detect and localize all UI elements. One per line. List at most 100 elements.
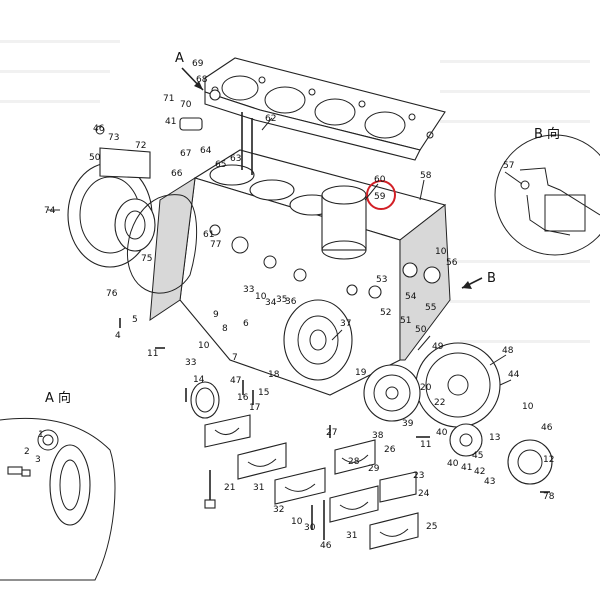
part-label-27: 27: [326, 428, 337, 438]
part-label-1: 1: [38, 430, 44, 440]
rear-plate: [67, 162, 198, 294]
part-label-49: 49: [432, 342, 444, 352]
part-label-29: 29: [368, 464, 380, 474]
part-label-23: 23: [413, 471, 424, 481]
part-label-67: 67: [180, 149, 191, 159]
part-label-48: 48: [502, 346, 514, 356]
view-b-inset-label: B 向: [534, 126, 560, 142]
part-label-26: 26: [384, 445, 396, 455]
part-label-47: 47: [230, 376, 241, 386]
part-label-41: 41: [165, 117, 176, 127]
part-label-60: 60: [374, 175, 386, 185]
part-label-24: 24: [418, 489, 430, 499]
part-label-59: 59: [374, 192, 386, 202]
part-label-72: 72: [135, 141, 146, 151]
part-label-3: 3: [35, 455, 41, 465]
part-label-61: 61: [203, 230, 214, 240]
part-label-34: 34: [265, 298, 277, 308]
part-label-4: 4: [115, 331, 121, 341]
part-label-18: 18: [268, 370, 280, 380]
part-label-56: 56: [446, 258, 458, 268]
oring-14: [190, 381, 220, 419]
part-label-11: 11: [147, 349, 158, 359]
part-label-10-c: 10: [198, 341, 210, 351]
part-label-10-b: 10: [255, 292, 267, 302]
part-label-43: 43: [484, 477, 495, 487]
part-label-51: 51: [400, 316, 411, 326]
part-label-8: 8: [222, 324, 228, 334]
view-a-inset: [0, 417, 116, 581]
part-label-57: 57: [503, 161, 514, 171]
part-label-6: 6: [243, 319, 249, 329]
part-label-42: 42: [474, 467, 485, 477]
part-label-53: 53: [376, 275, 387, 285]
highlight-circle-59: [366, 180, 396, 210]
leader-lines: [48, 117, 523, 386]
part-label-13: 13: [489, 433, 500, 443]
part-label-63: 63: [230, 154, 241, 164]
part-label-71: 71: [163, 94, 174, 104]
part-label-77: 77: [210, 240, 221, 250]
part-label-74: 74: [44, 206, 56, 216]
part-label-30: 30: [304, 523, 316, 533]
part-label-64: 64: [200, 146, 212, 156]
part-labels: A B A 向 B 向 69 68 71 70 41 62 67 64 63 6…: [24, 51, 560, 551]
view-a-arrow: [181, 67, 204, 91]
part-label-70: 70: [180, 100, 192, 110]
part-label-15: 15: [258, 388, 269, 398]
part-label-65: 65: [215, 160, 226, 170]
part-label-41-b: 41: [461, 463, 472, 473]
rear-seal-housing: [95, 125, 151, 179]
part-label-73: 73: [108, 133, 119, 143]
part-label-66: 66: [171, 169, 183, 179]
part-label-10-a: 10: [435, 247, 447, 257]
part-label-37: 37: [340, 319, 351, 329]
part-label-7: 7: [232, 353, 238, 363]
part-label-20: 20: [420, 383, 432, 393]
view-b-inset: [494, 134, 600, 256]
part-label-10-d: 10: [522, 402, 534, 412]
part-label-68: 68: [196, 75, 208, 85]
part-label-46-c: 46: [320, 541, 332, 551]
main-bearing-caps: [204, 414, 419, 550]
part-label-28: 28: [348, 457, 360, 467]
part-label-25: 25: [426, 522, 437, 532]
part-label-40-b: 40: [447, 459, 459, 469]
timing-gears: [283, 299, 553, 485]
part-label-12: 12: [543, 455, 554, 465]
part-label-46-a: 46: [93, 124, 105, 134]
part-label-33-b: 33: [185, 358, 196, 368]
part-label-11-b: 11: [420, 440, 431, 450]
part-label-5: 5: [132, 315, 138, 325]
part-label-22: 22: [434, 398, 445, 408]
part-label-44: 44: [508, 370, 520, 380]
part-label-50-b: 50: [415, 325, 427, 335]
view-a-top-label: A: [175, 51, 184, 66]
part-label-58: 58: [420, 171, 432, 181]
part-label-54: 54: [405, 292, 417, 302]
part-label-38: 38: [372, 431, 384, 441]
part-label-40-a: 40: [436, 428, 448, 438]
part-label-52: 52: [380, 308, 391, 318]
part-label-36: 36: [285, 297, 297, 307]
part-label-35: 35: [276, 295, 287, 305]
part-label-75: 75: [141, 254, 152, 264]
front-bolts: [119, 318, 550, 493]
part-label-45: 45: [472, 451, 483, 461]
part-label-14: 14: [193, 375, 205, 385]
part-label-46-b: 46: [541, 423, 553, 433]
part-label-17: 17: [249, 403, 260, 413]
view-a-inset-label: A 向: [45, 390, 71, 406]
part-label-55: 55: [425, 303, 436, 313]
part-label-21: 21: [224, 483, 235, 493]
part-label-76: 76: [106, 289, 118, 299]
part-label-10-e: 10: [291, 517, 303, 527]
part-label-78: 78: [543, 492, 555, 502]
part-label-31-a: 31: [253, 483, 264, 493]
part-label-19: 19: [355, 368, 367, 378]
head-gasket: [204, 57, 446, 161]
part-label-2: 2: [24, 447, 30, 457]
part-label-31-b: 31: [346, 531, 357, 541]
